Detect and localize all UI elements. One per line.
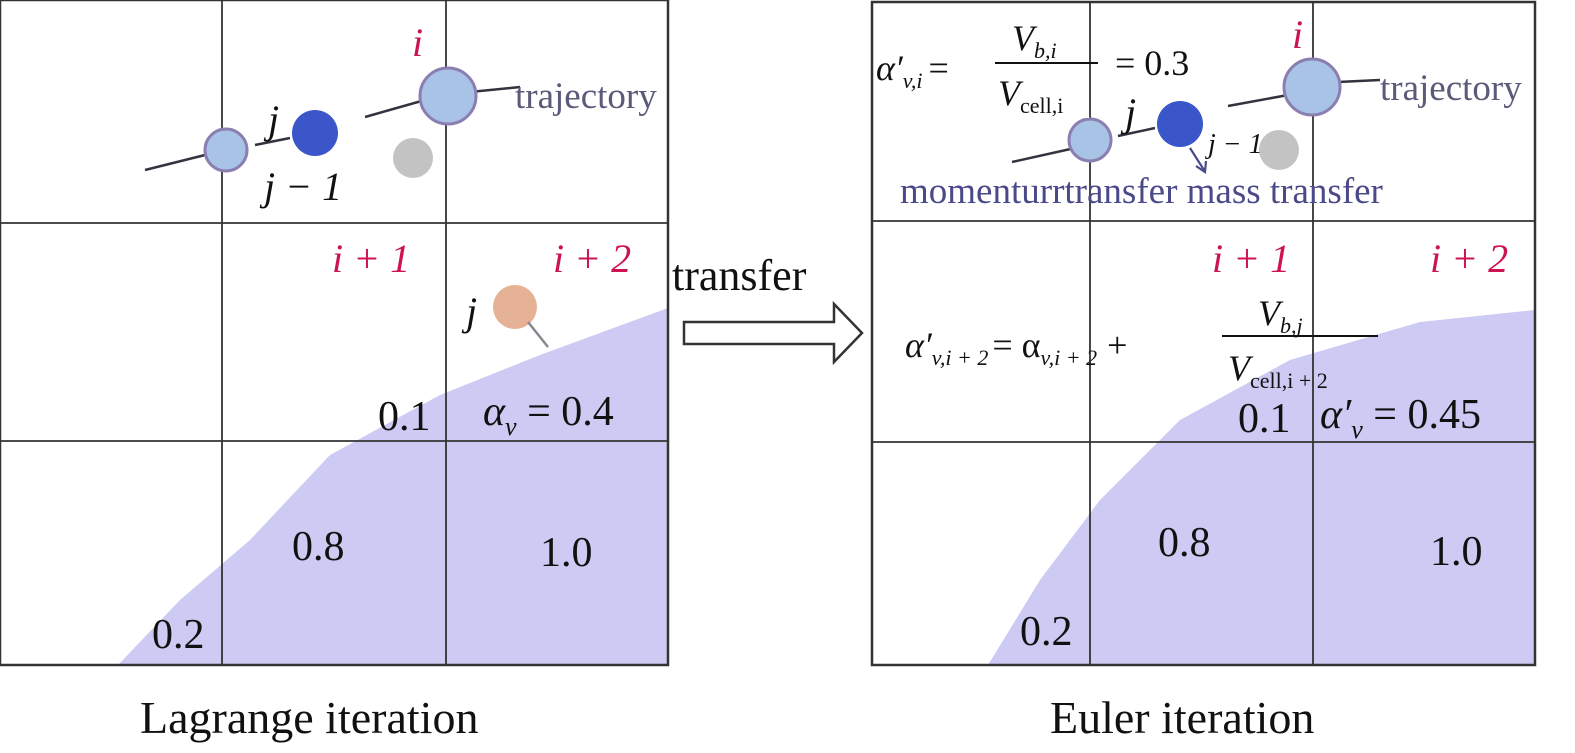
left-fraction-0-2: 0.2 — [152, 612, 205, 658]
left-label-i: i — [412, 20, 423, 65]
right-grid-frame — [870, 0, 1537, 667]
svg-text:α′v,i=: α′v,i= — [876, 48, 949, 93]
left-label-i-plus-1: i + 1 — [332, 236, 410, 281]
right-trajectory-label: trajectory — [1380, 68, 1522, 109]
left-bubble-motion-tail — [527, 321, 549, 348]
right-momentum-arrow — [1189, 147, 1208, 174]
right-label-i: i — [1292, 12, 1303, 57]
left-grid-frame — [0, 0, 670, 667]
transfer-arrow-shape — [682, 300, 864, 366]
svg-text:Vb,j: Vb,j — [1258, 293, 1303, 338]
right-trajectory-line — [1011, 78, 1381, 164]
right-label-i-plus-2: i + 2 — [1430, 236, 1508, 281]
left-liquid-region — [118, 308, 668, 665]
transfer-arrow-label: transfer — [672, 251, 807, 300]
formula-top: α′v,i= Vb,i Vcell,i = 0.3 — [874, 10, 1189, 118]
right-caption: Euler iteration — [1050, 692, 1314, 743]
right-label-i-plus-1: i + 1 — [1212, 236, 1290, 281]
left-label-j-minus-1: j − 1 — [259, 164, 342, 209]
left-bubble-i — [418, 66, 478, 126]
right-fraction-0-1: 0.1 — [1238, 396, 1291, 442]
left-bubble-j-lower — [493, 285, 537, 329]
right-fraction-0-2: 0.2 — [1020, 609, 1073, 655]
right-panel: i i + 1 i + 2 j j − 1 trajectory momentu… — [870, 0, 1537, 743]
left-alpha-value: αv = 0.4 — [483, 389, 614, 441]
left-fraction-1-0: 1.0 — [540, 530, 593, 576]
right-bubble-i — [1282, 57, 1342, 117]
left-trajectory-label: trajectory — [515, 76, 657, 117]
right-bubble-j — [1157, 101, 1203, 147]
left-bubble-j-minus-1 — [393, 138, 433, 178]
left-trajectory-line — [144, 85, 521, 172]
right-label-j: j — [1120, 90, 1136, 135]
right-fraction-1-0: 1.0 — [1430, 529, 1483, 575]
right-liquid-region — [988, 310, 1535, 665]
formula-middle: α′v,i + 2= αv,i + 2+ Vb,j Vcell,i + 2 — [905, 293, 1378, 393]
right-bubble-previous — [1067, 117, 1113, 163]
left-fraction-0-8: 0.8 — [292, 524, 345, 570]
right-alpha-value: α′v = 0.45 — [1320, 392, 1481, 444]
svg-text:α′v,i + 2= αv,i + 2+: α′v,i + 2= αv,i + 2+ — [905, 325, 1127, 370]
left-label-i-plus-2: i + 2 — [553, 236, 631, 281]
left-label-j-lower: j — [461, 289, 477, 334]
left-panel: i i + 1 i + 2 j j − 1 j trajectory 0.1 α… — [0, 0, 670, 743]
left-label-j: j — [263, 97, 279, 142]
left-bubble-j — [292, 110, 338, 156]
right-fraction-0-8: 0.8 — [1158, 520, 1211, 566]
left-caption: Lagrange iteration — [140, 692, 478, 743]
left-fraction-0-1: 0.1 — [378, 394, 431, 440]
right-bubble-j-minus-1 — [1259, 130, 1299, 170]
right-label-j-minus-1: j − 1 — [1205, 129, 1263, 160]
svg-text:= 0.3: = 0.3 — [1115, 43, 1189, 83]
svg-text:Vcell,i + 2: Vcell,i + 2 — [1228, 348, 1328, 393]
left-bubble-previous — [203, 127, 249, 173]
svg-text:Vb,i: Vb,i — [1012, 18, 1057, 63]
transfer-arrow: transfer — [672, 251, 864, 366]
right-transfer-text: momenturrtransfer mass transfer — [900, 171, 1383, 212]
svg-text:Vcell,i: Vcell,i — [998, 73, 1063, 118]
